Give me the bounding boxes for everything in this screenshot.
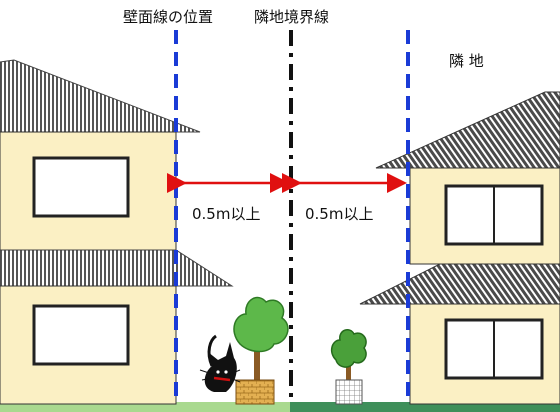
right-upper-roof [375, 91, 560, 169]
shrub-in-pot-icon [330, 329, 367, 405]
distance-right-label: 0.5m以上 [303, 203, 376, 224]
left-house [0, 59, 234, 405]
tree-in-planter-icon [233, 296, 289, 405]
right-lower-roof [359, 263, 560, 305]
cat-icon [199, 334, 241, 392]
left-lower-window [32, 304, 130, 366]
left-upper-window [32, 156, 130, 218]
ground-right [290, 402, 560, 412]
boundary-line-label: 隣地境界線 [254, 8, 330, 26]
neighbor-land-label: 隣 地 [449, 52, 484, 70]
left-lower-roof [0, 249, 234, 287]
wall-line-position-label: 壁面線の位置 [123, 8, 214, 26]
ground-left [0, 402, 290, 412]
distance-left-label: 0.5m以上 [190, 203, 263, 224]
left-upper-roof [0, 59, 201, 133]
right-house [359, 91, 560, 405]
